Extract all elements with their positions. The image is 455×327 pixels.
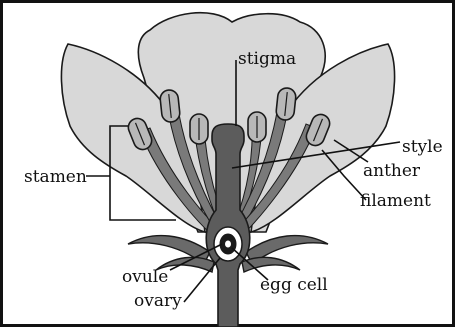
label-egg-cell: egg cell — [260, 275, 328, 295]
label-ovule: ovule — [122, 267, 168, 287]
anther-2 — [159, 89, 180, 123]
anther-4 — [248, 112, 266, 142]
label-filament: filament — [360, 191, 431, 211]
label-stamen: stamen — [24, 167, 87, 187]
label-stigma: stigma — [238, 49, 296, 69]
label-anther: anther — [363, 161, 421, 181]
label-style: style — [402, 137, 443, 157]
anther-3 — [190, 114, 208, 144]
label-ovary: ovary — [134, 291, 182, 311]
anther-5 — [275, 87, 296, 121]
egg-cell — [225, 241, 231, 248]
